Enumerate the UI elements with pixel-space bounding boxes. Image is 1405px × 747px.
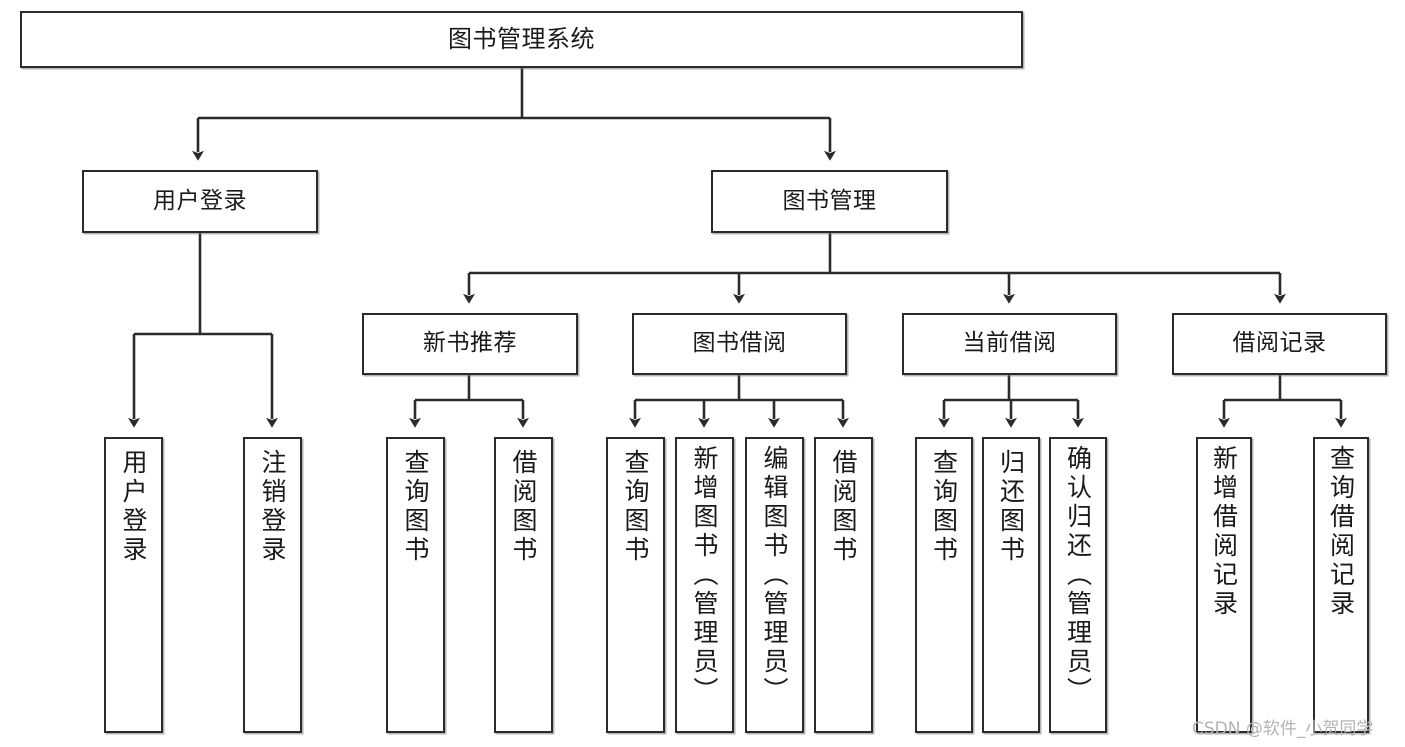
leaf-query-book-1[interactable]: 查询图书	[386, 437, 445, 733]
node-label: 图书管理系统	[448, 25, 595, 54]
node-label: 查询图书	[401, 449, 430, 565]
leaf-borrow-book-1[interactable]: 借阅图书	[494, 437, 553, 733]
node-label: 查询借阅记录	[1326, 445, 1356, 619]
node-label: 借阅图书	[509, 449, 538, 565]
node-label: 图书借阅	[692, 330, 787, 357]
node-label: 借阅图书	[829, 449, 858, 565]
node-label: 查询图书	[929, 449, 959, 565]
node-label: 新增图书（管理员）	[690, 445, 719, 706]
node-label: 归还图书	[996, 449, 1026, 565]
node-label: 注销登录	[258, 449, 287, 565]
node-root-system[interactable]: 图书管理系统	[20, 11, 1023, 68]
node-label: 新书推荐	[423, 330, 517, 357]
node-label: 确认归还（管理员）	[1063, 445, 1093, 706]
node-label: 当前借阅	[962, 330, 1057, 357]
node-current-borrow[interactable]: 当前借阅	[902, 313, 1117, 375]
node-label: 图书管理	[782, 187, 877, 214]
node-label: 用户登录	[153, 187, 247, 214]
leaf-user-login[interactable]: 用户登录	[104, 437, 163, 733]
leaf-query-book-2[interactable]: 查询图书	[606, 437, 665, 733]
node-label: 编辑图书（管理员）	[760, 445, 789, 706]
node-book-borrow[interactable]: 图书借阅	[632, 313, 847, 375]
node-borrow-record[interactable]: 借阅记录	[1172, 313, 1387, 375]
node-label: 借阅记录	[1232, 330, 1327, 357]
node-label: 新增借阅记录	[1209, 445, 1239, 619]
leaf-query-borrow-record[interactable]: 查询借阅记录	[1313, 437, 1369, 733]
leaf-borrow-book-2[interactable]: 借阅图书	[814, 437, 873, 733]
node-label: 用户登录	[119, 449, 148, 565]
node-book-management[interactable]: 图书管理	[711, 170, 948, 233]
leaf-query-book-3[interactable]: 查询图书	[915, 437, 973, 733]
leaf-confirm-return-admin[interactable]: 确认归还（管理员）	[1049, 437, 1107, 733]
leaf-return-book[interactable]: 归还图书	[982, 437, 1040, 733]
leaf-logout-login[interactable]: 注销登录	[243, 437, 302, 733]
node-user-login[interactable]: 用户登录	[82, 170, 318, 233]
node-label: 查询图书	[621, 449, 650, 565]
node-new-book-recommend[interactable]: 新书推荐	[362, 313, 578, 375]
leaf-add-book-admin[interactable]: 新增图书（管理员）	[675, 437, 734, 733]
leaf-edit-book-admin[interactable]: 编辑图书（管理员）	[745, 437, 804, 733]
leaf-add-borrow-record[interactable]: 新增借阅记录	[1196, 437, 1252, 733]
